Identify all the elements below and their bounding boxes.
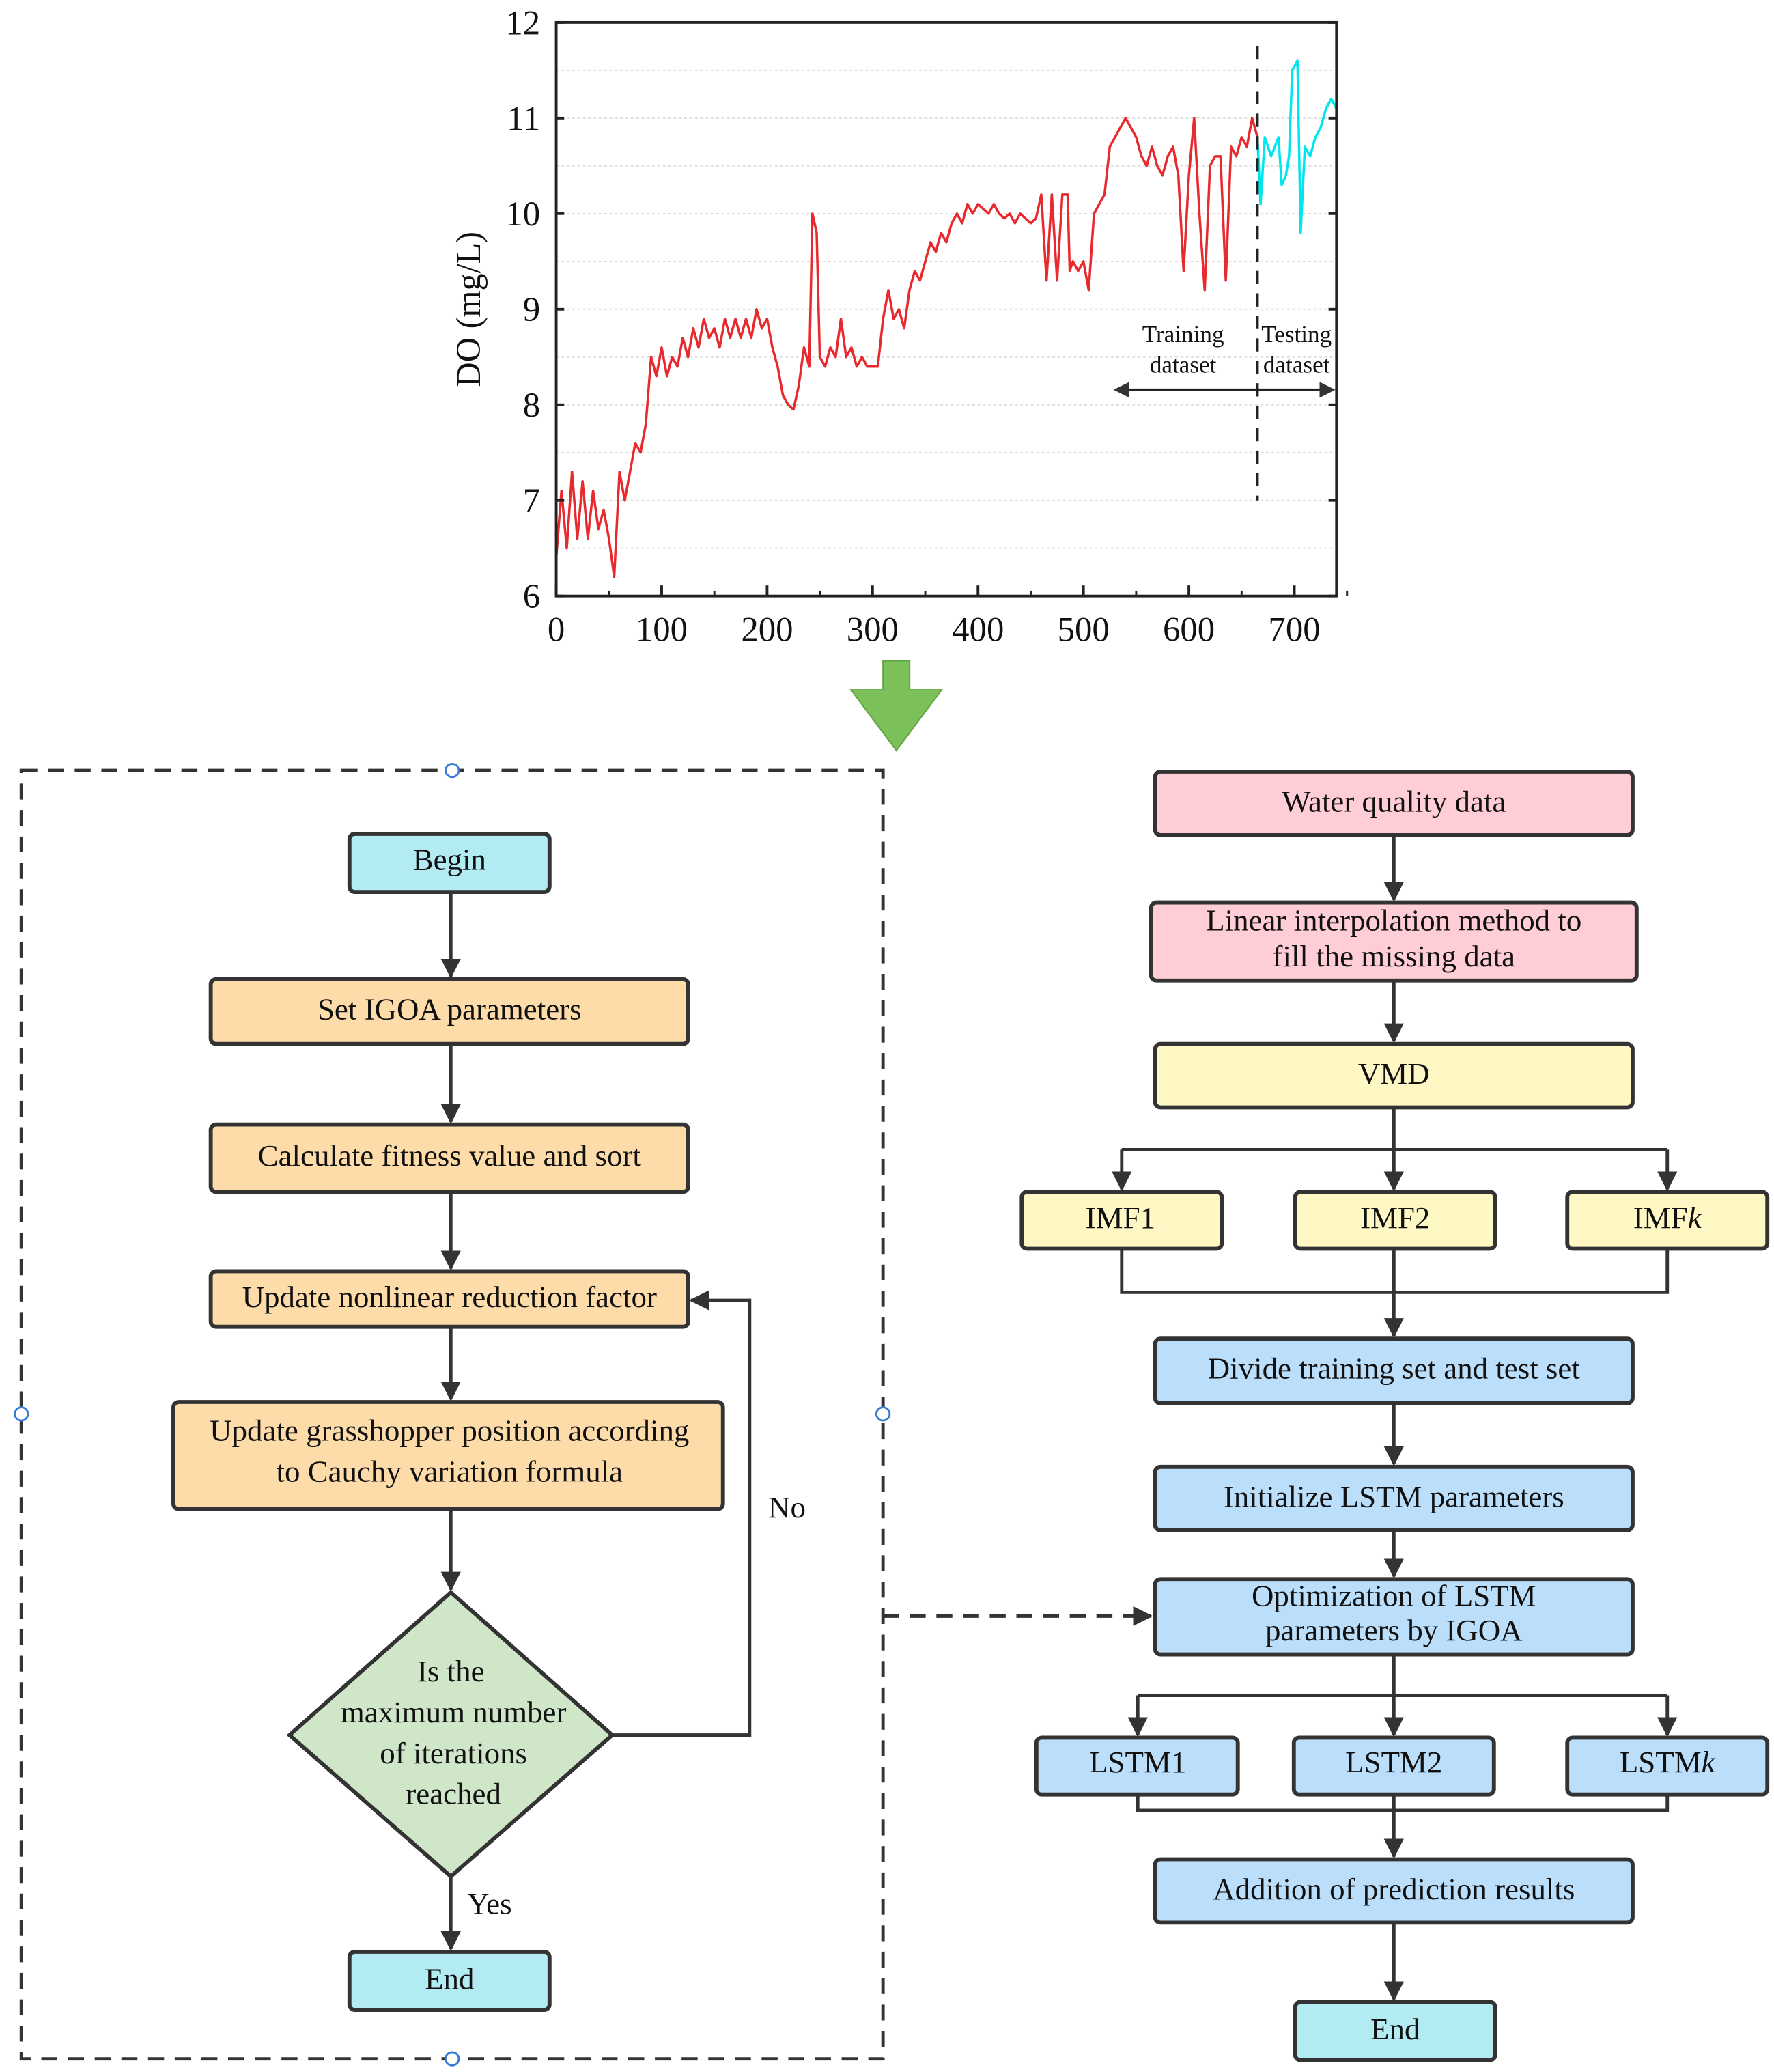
down-arrow-icon xyxy=(849,660,944,752)
y-tick-label: 12 xyxy=(505,4,540,42)
svg-text:LSTM2: LSTM2 xyxy=(1345,1745,1442,1779)
interpolation-node: Linear interpolation method to fill the … xyxy=(1149,900,1639,983)
y-tick-label: 6 xyxy=(523,577,540,615)
testing-label-2: dataset xyxy=(1263,352,1330,378)
y-tick-label: 9 xyxy=(523,290,540,328)
resize-handle-bottom[interactable] xyxy=(444,2051,460,2067)
divide-node: Divide training set and test set xyxy=(1153,1336,1635,1405)
svg-text:IMF1: IMF1 xyxy=(1086,1201,1155,1235)
testing-series-line xyxy=(1256,59,1338,234)
decision-node: Is the maximum number of iterations reac… xyxy=(286,1589,616,1879)
testing-label-1: Testing xyxy=(1261,321,1332,348)
divide-label: Divide training set and test set xyxy=(1208,1352,1581,1386)
optimize-node: Optimization of LSTM parameters by IGOA xyxy=(1153,1577,1635,1657)
addition-node: Addition of prediction results xyxy=(1153,1857,1635,1925)
svg-text:LSTMk: LSTMk xyxy=(1620,1745,1716,1779)
decision-line-4: reached xyxy=(406,1777,501,1811)
vmd-node: VMD xyxy=(1153,1041,1635,1110)
set-params-label: Set IGOA parameters xyxy=(318,992,582,1026)
y-tick-label: 8 xyxy=(523,386,540,424)
begin-node: Begin xyxy=(347,832,552,894)
x-tick-label: 100 xyxy=(636,611,688,649)
optimize-line-2: parameters by IGOA xyxy=(1265,1613,1523,1647)
x-tick-label: 200 xyxy=(741,611,793,649)
y-tick-label: 11 xyxy=(507,99,540,137)
lstmk-label: LSTM xyxy=(1620,1745,1702,1779)
y-tick-label: 7 xyxy=(523,481,540,520)
fitness-label: Calculate fitness value and sort xyxy=(258,1138,642,1173)
pipeline-end-label: End xyxy=(1370,2012,1420,2046)
pipeline-flowchart: Water quality data Linear interpolation … xyxy=(1019,770,1770,2062)
optimize-line-1: Optimization of LSTM xyxy=(1252,1579,1536,1613)
x-tick-label: 700 xyxy=(1268,611,1320,649)
decision-line-2: maximum number xyxy=(341,1695,567,1729)
x-tick-label: 500 xyxy=(1058,611,1110,649)
training-label-1: Training xyxy=(1142,321,1224,348)
imf2-node: IMF2 xyxy=(1293,1190,1497,1251)
x-tick-label: 300 xyxy=(847,611,899,649)
addition-label: Addition of prediction results xyxy=(1213,1872,1575,1906)
begin-label: Begin xyxy=(413,843,486,877)
imf1-label: IMF1 xyxy=(1086,1201,1155,1235)
igoa-end-node: End xyxy=(347,1950,552,2012)
y-tick-label: 10 xyxy=(505,195,540,233)
update-position-line-1: Update grasshopper position according xyxy=(210,1414,689,1448)
water-quality-label: Water quality data xyxy=(1282,785,1506,819)
resize-handle-right[interactable] xyxy=(875,1406,891,1422)
decision-line-1: Is the xyxy=(417,1654,485,1688)
fitness-node: Calculate fitness value and sort xyxy=(208,1122,690,1194)
update-position-line-2: to Cauchy variation formula xyxy=(276,1455,623,1489)
resize-handle-top[interactable] xyxy=(444,762,460,779)
update-factor-label: Update nonlinear reduction factor xyxy=(242,1280,657,1314)
do-line-chart: 6 7 8 9 10 11 12 0 100 200 300 400 500 600 700 DO (mg/… xyxy=(449,4,1349,649)
x-tick-label: 0 xyxy=(548,611,565,649)
svg-text:IMF2: IMF2 xyxy=(1360,1201,1430,1235)
water-quality-node: Water quality data xyxy=(1153,770,1635,837)
lstmk-node: LSTMk xyxy=(1565,1735,1770,1797)
interpolation-line-1: Linear interpolation method to xyxy=(1206,904,1581,938)
no-label: No xyxy=(768,1490,806,1524)
lstm2-label: LSTM2 xyxy=(1345,1745,1442,1779)
imfk-label: IMF xyxy=(1633,1201,1688,1235)
imf2-label: IMF2 xyxy=(1360,1201,1430,1235)
set-params-node: Set IGOA parameters xyxy=(208,977,690,1046)
igoa-flowchart: Begin Set IGOA parameters Calculate fitn… xyxy=(14,762,891,2067)
x-tick-label: 400 xyxy=(952,611,1004,649)
lstm1-label: LSTM1 xyxy=(1089,1745,1186,1779)
imfk-node: IMFk xyxy=(1565,1190,1770,1251)
decision-line-3: of iterations xyxy=(380,1736,527,1770)
imfk-suffix: k xyxy=(1688,1201,1702,1235)
lstmk-suffix: k xyxy=(1702,1745,1716,1779)
gridlines xyxy=(556,69,1337,549)
update-position-node: Update grasshopper position according to… xyxy=(171,1400,725,1511)
igoa-end-label: End xyxy=(425,1962,474,1996)
training-label-2: dataset xyxy=(1150,352,1217,378)
y-axis-label: DO (mg/L) xyxy=(449,232,488,387)
svg-text:LSTM1: LSTM1 xyxy=(1089,1745,1186,1779)
no-loop-arrow xyxy=(612,1290,752,1737)
imf1-node: IMF1 xyxy=(1019,1190,1224,1251)
x-tick-label: 600 xyxy=(1163,611,1215,649)
init-node: Initialize LSTM parameters xyxy=(1153,1464,1635,1532)
series-layer xyxy=(554,59,1338,578)
training-series-line xyxy=(554,117,1259,578)
init-label: Initialize LSTM parameters xyxy=(1224,1480,1564,1514)
svg-text:IMFk: IMFk xyxy=(1633,1201,1702,1235)
resize-handle-left[interactable] xyxy=(14,1406,29,1422)
yes-label: Yes xyxy=(467,1887,511,1921)
vmd-label: VMD xyxy=(1358,1056,1430,1091)
interpolation-line-2: fill the missing data xyxy=(1273,939,1516,973)
lstm2-node: LSTM2 xyxy=(1291,1735,1496,1797)
pipeline-end-node: End xyxy=(1293,2000,1497,2062)
update-factor-node: Update nonlinear reduction factor xyxy=(208,1269,690,1329)
axis-ticks: 6 7 8 9 10 11 12 0 100 200 300 400 500 600 700 xyxy=(505,4,1349,649)
lstm1-node: LSTM1 xyxy=(1034,1735,1240,1797)
